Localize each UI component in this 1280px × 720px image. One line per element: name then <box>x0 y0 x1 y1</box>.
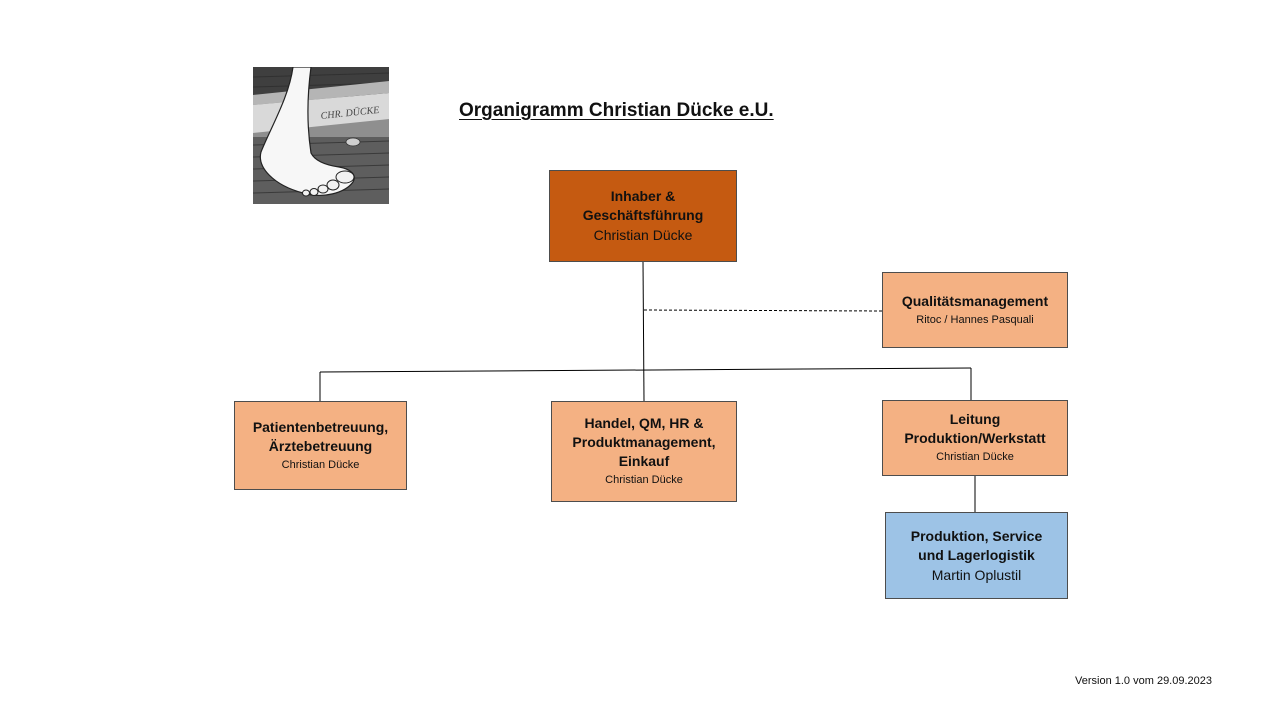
department-bus-line <box>319 367 972 373</box>
quality-dashed-line <box>643 309 884 312</box>
production-lead-person: Christian Dücke <box>936 451 1014 463</box>
production-role: Produktion, Service und Lagerlogistik <box>910 527 1043 563</box>
quality-person: Ritoc / Hannes Pasquali <box>916 313 1034 326</box>
logo-image: CHR. DÜCKE <box>253 67 389 204</box>
production-person: Martin Oplustil <box>931 566 1022 583</box>
foot-sketch-icon: CHR. DÜCKE <box>253 67 389 204</box>
owner-person: Christian Dücke <box>593 227 693 243</box>
patient-role: Patientenbetreuung, Ärztebetreuung <box>252 418 389 454</box>
owner-box: Inhaber & Geschäftsführung Christian Düc… <box>549 170 737 262</box>
trade-person: Christian Dücke <box>605 474 683 486</box>
owner-role: Inhaber & Geschäftsführung <box>582 188 704 223</box>
quality-role: Qualitätsmanagement <box>901 292 1049 309</box>
page-title: Organigramm Christian Dücke e.U. <box>459 100 774 121</box>
version-label: Version 1.0 vom 29.09.2023 <box>1075 675 1212 687</box>
production-lead-box: Leitung Produktion/Werkstatt Christian D… <box>882 400 1068 476</box>
trade-role: Handel, QM, HR & Produktmanagement, Eink… <box>572 415 716 469</box>
owner-trunk-line <box>642 260 645 402</box>
patient-person: Christian Dücke <box>281 458 360 471</box>
production-lead-role: Leitung Produktion/Werkstatt <box>904 411 1046 446</box>
trade-box: Handel, QM, HR & Produktmanagement, Eink… <box>551 401 737 502</box>
quality-box: Qualitätsmanagement Ritoc / Hannes Pasqu… <box>882 272 1068 348</box>
production-box: Produktion, Service und Lagerlogistik Ma… <box>885 512 1068 599</box>
patient-box: Patientenbetreuung, Ärztebetreuung Chris… <box>234 401 407 490</box>
